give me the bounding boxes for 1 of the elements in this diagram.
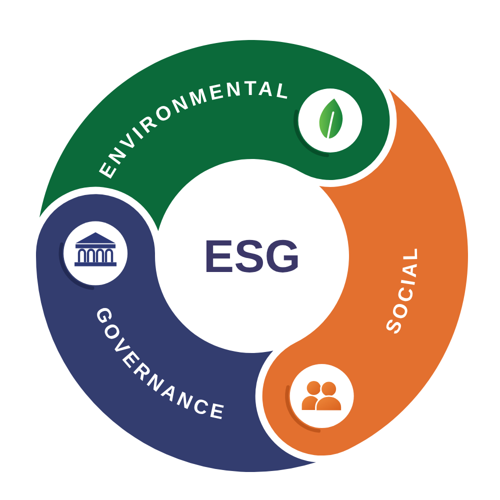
center-label: ESG (203, 233, 301, 279)
